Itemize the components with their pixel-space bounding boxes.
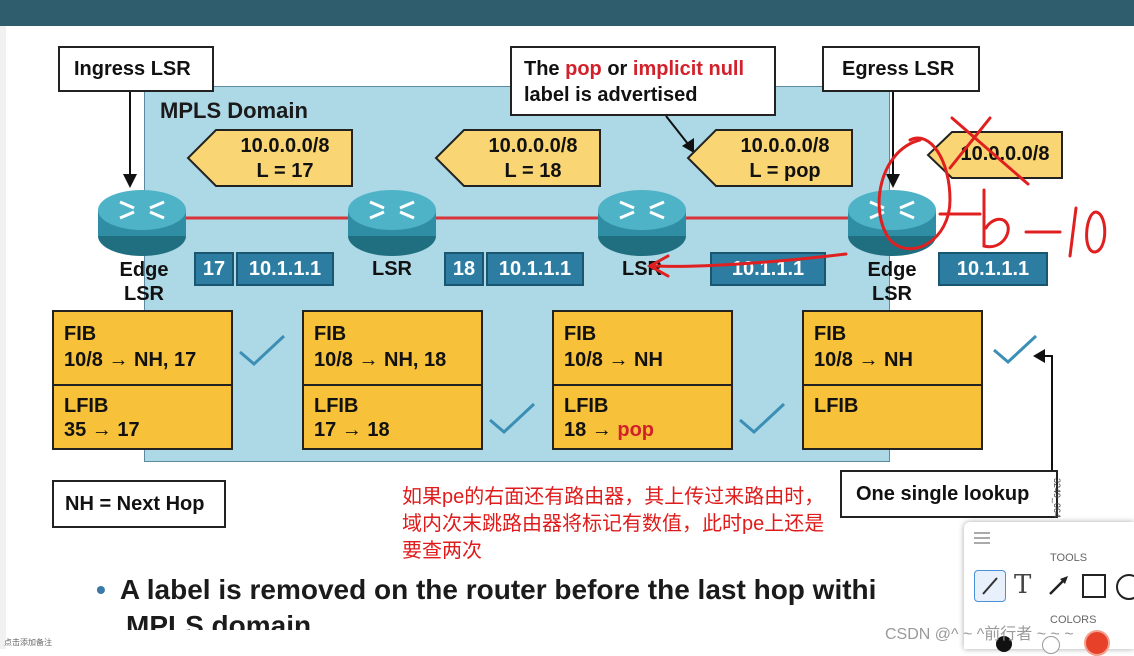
lfib-heading: LFIB [814,395,859,417]
fib-entry: 10/8 → NH [814,349,913,371]
adv-prefix: 10.0.0.0/8 [240,135,330,157]
lfib-entry: 18 → pop [564,418,654,442]
egress-lsr-callout: Egress LSR [822,46,980,92]
fib-entry: 10/8 → NH, 17 [64,349,197,371]
adv-label: L = 18 [504,160,562,182]
lfib-heading: LFIB [314,395,359,417]
check-mark-icon [739,402,786,435]
ink-circle [877,136,952,251]
adv-label: L = pop [749,160,821,182]
pop-advertised-callout: The pop or implicit null label is advert… [510,46,776,116]
bullet-line: •A label is removed on the router before… [96,574,877,605]
router-label-line1: Edge [867,259,917,281]
implicit-null-word: implicit null [632,58,745,80]
router-label-line1: LSR [372,258,412,280]
adv-prefix: 10.0.0.0/8 [960,143,1050,165]
pop-pointer [665,115,689,145]
fib-entry: 10/8 → NH [564,349,663,371]
lfib-heading: LFIB [564,395,609,417]
ink-0 [1085,210,1107,254]
router-label-line2: LSR [124,283,164,305]
router-icon [846,180,938,260]
router-label: LSR [362,258,422,281]
label-advertisement-18: 10.0.0.0/8 L = 18 [434,128,602,188]
fib-lfib-table: FIB 10/8 → NH, 17 LFIB 35 → 17 [52,310,233,450]
ink-arrow-head [646,254,670,278]
fib-lfib-table: FIB 10/8 → NH LFIB [802,310,983,450]
color-swatch-red[interactable] [1084,630,1110,656]
packet-label: 17 [194,252,234,286]
annotation-note: 如果pe的右面还有路由器，其上传过来路由时，域内次末跳路由器将标记有数值，此时p… [402,486,825,562]
left-panel-edge [0,26,6,649]
colors-heading: COLORS [1050,614,1097,626]
lfib-pop-action: pop [617,419,655,441]
lfib-entry: 35 → 17 [64,419,140,441]
next-hop-legend-text: NH = Next Hop [65,493,205,515]
pen-tool-icon[interactable] [974,570,1006,602]
check-mark-icon [489,402,536,435]
router-icon [96,180,188,260]
pop-callout-text-mid: or [601,58,633,80]
label-advertisement-pop: 10.0.0.0/8 L = pop [686,128,854,188]
pop-word: pop [565,58,602,80]
check-mark-icon [993,334,1038,365]
arrow-tool-icon[interactable] [1046,572,1072,603]
ink-cross-2 [948,116,992,170]
packet-label: 18 [444,252,484,286]
rectangle-tool-icon[interactable] [1082,574,1106,598]
router-label-line1: Edge [119,259,169,281]
ellipse-tool-icon[interactable] [1116,574,1134,600]
fib-heading: FIB [314,323,347,345]
lfib-entry: 17 → 18 [314,419,390,441]
packet-ip: 10.1.1.1 [486,252,584,286]
domain-title: MPLS Domain [160,98,308,123]
window-title-bar [0,0,1134,26]
ingress-lsr-label: Ingress LSR [74,58,191,80]
footer-note: 点击添加备注 [4,638,52,647]
router-label-line2: LSR [872,283,912,305]
adv-label: L = 17 [256,160,314,182]
fib-lfib-table: FIB 10/8 → NH, 18 LFIB 17 → 18 [302,310,483,450]
bullet-text: A label is removed on the router before … [119,574,877,605]
fib-heading: FIB [564,323,597,345]
pop-callout-line2: label is advertised [524,84,698,106]
lfib-entry-in: 18 → [564,419,618,441]
adv-prefix: 10.0.0.0/8 [740,135,830,157]
ink-arrow-line [652,252,848,268]
single-lookup-text: One single lookup [856,483,1030,505]
annotation-tools-panel: TOOLS T COLORS [964,522,1134,656]
ink-b [982,188,1010,249]
ink-1 [1068,206,1078,258]
pop-callout-text-start: The [524,58,566,80]
text-tool-icon[interactable]: T [1014,570,1032,600]
check-mark-icon [239,334,286,367]
fib-entry: 10/8 → NH, 18 [314,349,447,371]
color-swatch-black[interactable] [996,636,1012,652]
ink-cross-1 [950,116,1030,186]
next-hop-legend: NH = Next Hop [52,480,226,528]
csdn-watermark: CSDN @^ ~ ^前行者 ~ ~ ~ [885,626,1074,643]
tools-heading: TOOLS [1050,552,1088,564]
fib-lfib-table: FIB 10/8 → NH LFIB 18 → pop [552,310,733,450]
egress-lsr-label: Egress LSR [842,58,955,80]
adv-prefix: 10.0.0.0/8 [488,135,578,157]
ingress-lsr-callout: Ingress LSR [58,46,214,92]
fib-heading: FIB [64,323,97,345]
bullet-line-2: MPLS domain [126,610,312,630]
lookup-pointer [1044,355,1053,470]
single-lookup-callout: One single lookup [840,470,1058,518]
label-advertisement-17: 10.0.0.0/8 L = 17 [186,128,354,188]
fib-heading: FIB [814,323,847,345]
packet-ip: 10.1.1.1 [236,252,334,286]
router-icon [596,180,688,260]
lfib-heading: LFIB [64,395,109,417]
router-icon [346,180,438,260]
panel-drag-handle[interactable] [974,532,990,544]
packet-ip: 10.1.1.1 [938,252,1048,286]
